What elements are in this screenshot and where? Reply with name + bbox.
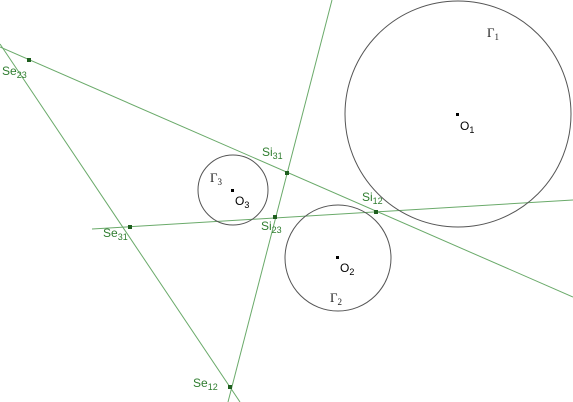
points-group: [27, 58, 378, 389]
label-gamma-2: Γ2: [330, 290, 342, 307]
label-se12: Se12: [193, 376, 218, 392]
label-o2: O2: [340, 261, 354, 277]
centers-group: [231, 113, 459, 259]
circles-group: [197, 0, 572, 312]
line-se31-si12: [91, 199, 573, 230]
label-o3: O3: [235, 194, 249, 210]
circle-gamma-2: [284, 204, 392, 312]
label-si31: Si31: [262, 145, 283, 161]
center-dot-o2: [336, 256, 339, 259]
center-dot-o3: [231, 189, 234, 192]
line-si31-se12: [227, 0, 333, 402]
label-se31: Se31: [103, 226, 128, 242]
point-si23: [273, 215, 277, 219]
point-se23: [27, 58, 31, 62]
point-se12: [228, 385, 232, 389]
circle-gamma-3: [197, 154, 269, 226]
point-se31: [128, 225, 132, 229]
label-gamma-1: Γ1: [487, 25, 499, 42]
line-se23-se12: [0, 43, 241, 402]
label-o1: O1: [460, 119, 474, 135]
center-dot-o1: [456, 113, 459, 116]
point-si12: [374, 210, 378, 214]
label-si23: Si23: [261, 219, 282, 235]
label-si12: Si12: [362, 190, 383, 206]
point-si31: [285, 171, 289, 175]
label-se23: Se23: [2, 64, 27, 80]
label-gamma-3: Γ3: [210, 170, 223, 187]
circle-gamma-1: [344, 0, 572, 228]
